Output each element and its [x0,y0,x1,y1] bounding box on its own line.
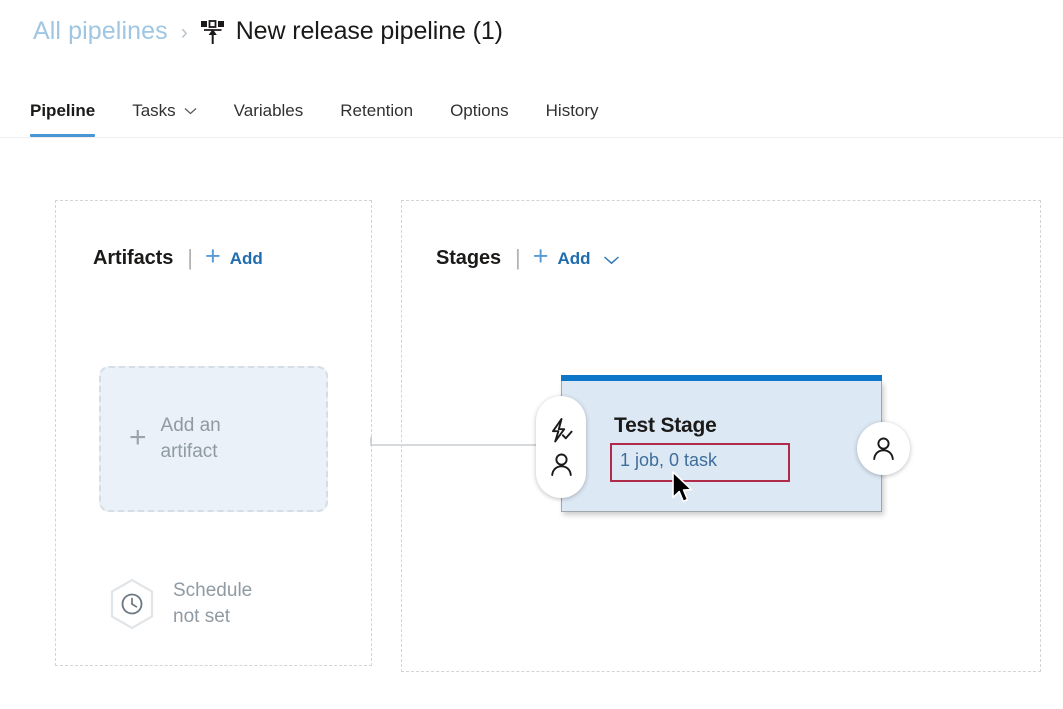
clock-icon [108,578,156,630]
plus-icon[interactable]: + [204,241,221,271]
plus-icon[interactable]: + [532,241,549,271]
tab-retention-label: Retention [340,100,414,120]
add-an-artifact-card[interactable]: + Add an artifact [99,366,328,512]
schedule-trigger[interactable]: Schedule not set [108,578,252,630]
tab-tasks-label: Tasks [132,100,176,120]
tab-variables-label: Variables [233,100,304,120]
person-icon [871,436,896,461]
stages-header-divider: | [515,244,521,270]
artifacts-header: Artifacts | + Add [93,241,263,272]
plus-icon: + [129,421,147,454]
schedule-line1: Schedule [173,580,253,601]
stage-card-test-stage[interactable]: Test Stage 1 job, 0 task [561,375,882,512]
breadcrumb-all-pipelines-link[interactable]: All pipelines [33,16,168,45]
breadcrumb-separator: › [180,20,188,44]
add-artifact-line1: Add an [160,415,221,436]
pre-deployment-conditions-button[interactable] [536,396,586,498]
add-stage-button[interactable]: Add [557,248,591,268]
artifact-stage-connector [370,436,565,454]
chevron-down-icon [184,107,197,115]
stages-title: Stages [436,247,501,269]
tab-history[interactable]: History [546,84,599,126]
add-artifact-button[interactable]: Add [229,248,263,268]
page-title: New release pipeline (1) [235,16,503,45]
stage-job-task-highlight[interactable]: 1 job, 0 task [610,443,790,482]
stages-header: Stages | + Add [436,241,620,272]
add-an-artifact-label: Add an artifact [161,413,221,465]
tab-bar: Pipeline Tasks Variables Retention Optio… [0,84,1063,138]
artifacts-title: Artifacts [93,247,174,269]
tab-tasks[interactable]: Tasks [132,84,197,126]
add-artifact-line2: artifact [160,441,218,462]
tab-options[interactable]: Options [450,84,509,126]
chevron-down-icon[interactable] [603,255,620,265]
stage-job-task-label: 1 job, 0 task [620,450,718,470]
tab-variables[interactable]: Variables [234,84,304,126]
schedule-line2: not set [173,606,231,627]
stages-panel: Stages | + Add [401,200,1041,672]
tab-history-label: History [545,100,599,120]
person-icon [549,452,574,477]
release-pipeline-icon [200,19,226,47]
lightning-check-icon [548,417,575,443]
stage-name-label: Test Stage [614,414,717,437]
post-deployment-conditions-button[interactable] [857,422,910,475]
tab-options-label: Options [450,100,509,120]
tab-pipeline-label: Pipeline [30,100,96,120]
artifacts-panel: Artifacts | + Add [55,200,372,666]
stage-card-top-bar [561,375,882,381]
breadcrumb: All pipelines › New release pipeline (1) [33,10,503,52]
tab-pipeline[interactable]: Pipeline [30,84,96,137]
schedule-label: Schedule not set [173,578,252,630]
tab-retention[interactable]: Retention [340,84,413,126]
artifacts-header-divider: | [187,244,193,270]
